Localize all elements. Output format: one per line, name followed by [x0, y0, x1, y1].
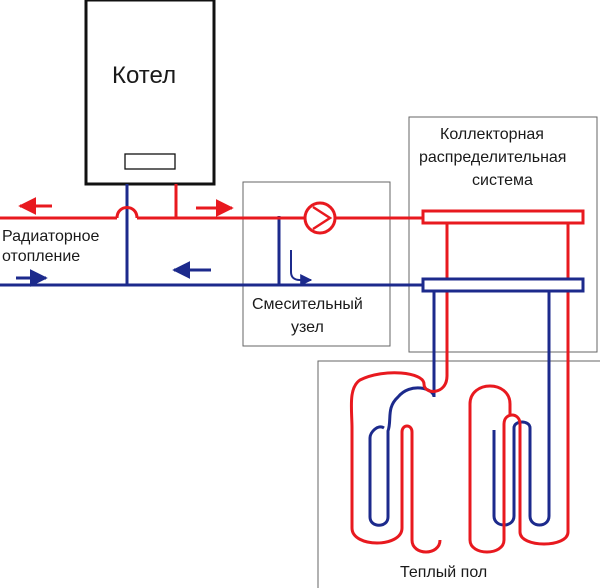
- boiler-display: [124, 153, 176, 170]
- mixing-unit-label-line1: Смесительный: [252, 296, 363, 313]
- mixing-unit-box: [242, 181, 391, 347]
- boiler-label: Котел: [112, 62, 177, 89]
- collector-box: [408, 116, 598, 353]
- pump-icon: [303, 201, 337, 235]
- bypass-flow-arrow: [290, 250, 313, 286]
- collector-label-line2: распределительная: [419, 149, 567, 166]
- floor-label: Теплый пол: [400, 564, 488, 581]
- radiator-label-line1: Радиаторное: [2, 228, 100, 245]
- radiator-label-line2: отопление: [2, 248, 81, 265]
- collector-label-line1: Коллекторная: [440, 126, 544, 143]
- floor-box: [317, 360, 600, 588]
- boiler-box: [84, 0, 216, 186]
- collector-label-line3: система: [472, 172, 533, 189]
- supply-pipes: [0, 184, 570, 554]
- return-manifold: [421, 277, 585, 293]
- mixing-unit-label-line2: узел: [291, 319, 324, 336]
- supply-manifold: [421, 209, 585, 225]
